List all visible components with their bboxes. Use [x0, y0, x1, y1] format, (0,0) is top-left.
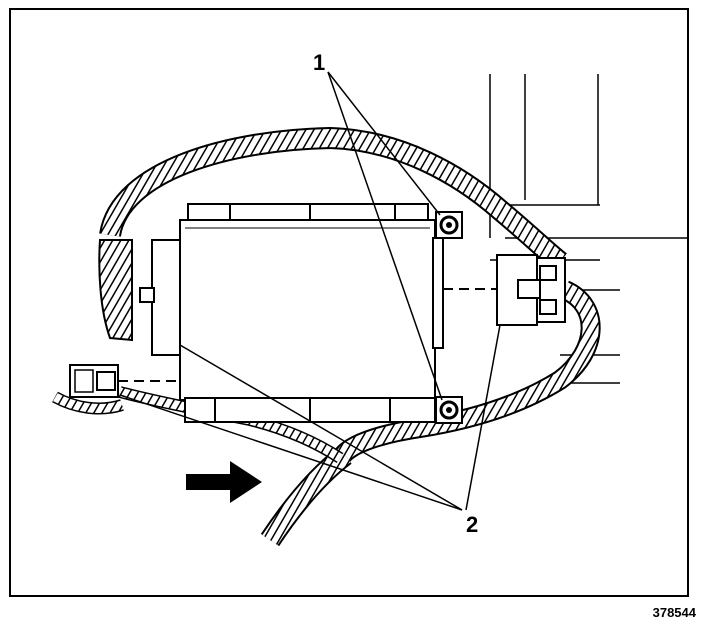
connector-right [443, 254, 566, 326]
leader-lines [119, 71, 501, 511]
callout-1: 1 [313, 50, 325, 75]
fastener-upper [435, 211, 463, 239]
figure-number: 378544 [652, 605, 696, 620]
harness-end-cap [98, 239, 133, 342]
callout-2: 2 [466, 512, 478, 537]
control-module [139, 203, 444, 423]
right-arrow-icon [186, 461, 262, 503]
connector-left [69, 364, 180, 398]
fastener-lower [435, 396, 463, 424]
wiring-harness-upper [99, 126, 567, 271]
wiring-harness-right [330, 280, 601, 465]
